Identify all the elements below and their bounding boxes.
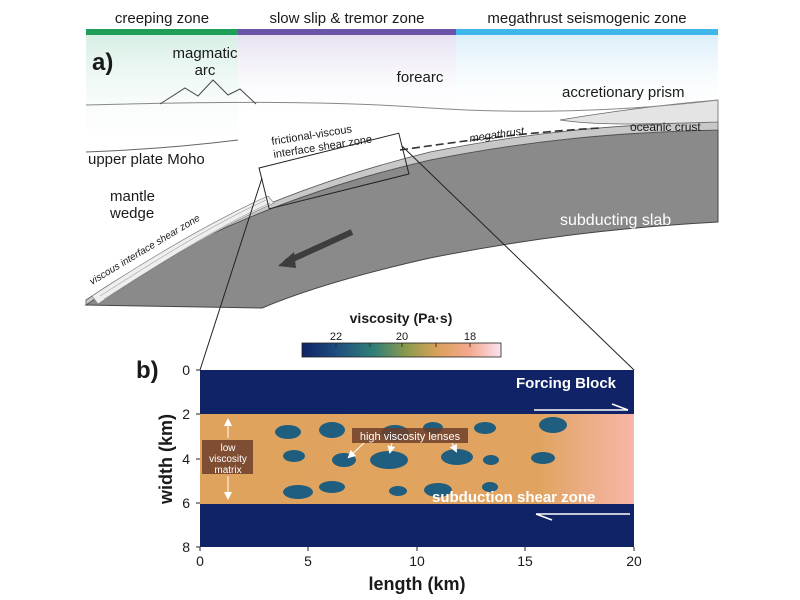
x-tick-5: 5 — [304, 553, 312, 569]
base-arrowhead — [535, 513, 553, 521]
high-viscosity-lenses-label: high viscosity lenses — [360, 431, 461, 443]
subducting-slab-label: subducting slab — [560, 212, 671, 229]
panel-b-label: b) — [136, 357, 159, 384]
slow-slip-zone-shade — [238, 35, 456, 120]
x-axis-label: length (km) — [369, 574, 466, 594]
panel-a: creeping zone slow slip & tremor zone me… — [84, 10, 719, 309]
lens — [483, 455, 499, 465]
slab-motion-arrowhead — [278, 252, 296, 268]
colorbar-tick-18: 18 — [464, 331, 476, 343]
x-tick-10: 10 — [409, 553, 425, 569]
lens-arrow-3 — [449, 442, 457, 453]
magmatic-arc-label-1: magmatic — [172, 45, 238, 62]
zoom-box — [258, 132, 410, 210]
creeping-zone-label: creeping zone — [115, 10, 209, 27]
lens — [332, 453, 356, 467]
slow-slip-zone-bar — [238, 29, 456, 35]
mantle-wedge-label-2: wedge — [109, 205, 154, 222]
x-tick-15: 15 — [517, 553, 533, 569]
creeping-zone-shade — [86, 35, 238, 155]
panel-b: b) viscosity (Pa·s) 22 20 18 — [136, 310, 642, 594]
upper-plate-moho-line — [85, 139, 239, 153]
y-tick-8: 8 — [182, 539, 190, 555]
upper-plate-moho-label: upper plate Moho — [88, 151, 205, 168]
lens-arrow-2 — [387, 442, 396, 454]
lens — [424, 483, 452, 497]
magmatic-arc-label-2: arc — [195, 62, 216, 79]
y-axis-label: width (km) — [156, 414, 176, 505]
low-visc-label-bg — [202, 440, 253, 474]
forcing-block-label: Forcing Block — [516, 375, 617, 392]
megathrust-zone-label: megathrust seismogenic zone — [487, 10, 686, 27]
mantle-wedge-label-1: mantle — [110, 188, 155, 205]
lens — [389, 486, 407, 496]
panel-a-label: a) — [92, 49, 113, 76]
lens-arrow-1 — [347, 442, 365, 459]
shear-zone-label: subduction shear zone — [432, 489, 595, 506]
y-tick-0: 0 — [182, 362, 190, 378]
lens — [482, 482, 498, 492]
y-tick-6: 6 — [182, 495, 190, 511]
lens — [283, 450, 305, 462]
accretionary-prism-label: accretionary prism — [562, 84, 685, 101]
lens — [283, 485, 313, 499]
megathrust-line — [399, 127, 601, 151]
forearc-label: forearc — [397, 69, 444, 86]
colorbar-ticks — [335, 343, 471, 347]
zoom-line-right — [401, 145, 635, 371]
slow-slip-zone-label: slow slip & tremor zone — [269, 10, 424, 27]
lens — [539, 417, 567, 433]
lens — [531, 452, 555, 464]
oceanic-crust-layer — [85, 121, 719, 306]
megathrust-zone-shade — [456, 35, 718, 115]
oceanic-crust-label: oceanic crust — [630, 120, 701, 134]
zoom-line-left — [199, 177, 263, 371]
axis-ticks — [196, 369, 635, 551]
lens — [474, 422, 496, 434]
slab-motion-arrow — [284, 229, 354, 265]
x-tick-0: 0 — [196, 553, 204, 569]
x-tick-20: 20 — [626, 553, 642, 569]
magmatic-arc-mountains — [159, 79, 257, 105]
y-tick-4: 4 — [182, 451, 190, 467]
upper-plate-surface — [85, 99, 719, 112]
megathrust-zone-bar — [456, 29, 718, 35]
lens — [275, 425, 301, 439]
colorbar — [301, 342, 502, 358]
low-visc-label-2: viscosity — [209, 454, 247, 465]
colorbar-tick-22: 22 — [330, 331, 342, 343]
low-visc-label-1: low — [220, 443, 236, 454]
y-tick-2: 2 — [182, 406, 190, 422]
creeping-zone-bar — [86, 29, 238, 35]
low-visc-label-3: matrix — [214, 465, 241, 476]
forcing-arrowhead — [611, 403, 629, 411]
accretionary-prism-shape — [559, 99, 719, 125]
lens — [441, 449, 473, 465]
high-visc-label-bg — [352, 428, 468, 443]
colorbar-title: viscosity (Pa·s) — [350, 310, 453, 326]
lens — [370, 451, 408, 469]
lens — [319, 481, 345, 493]
lens — [319, 422, 345, 438]
colorbar-tick-20: 20 — [396, 331, 408, 343]
shear-fabric — [99, 199, 271, 300]
